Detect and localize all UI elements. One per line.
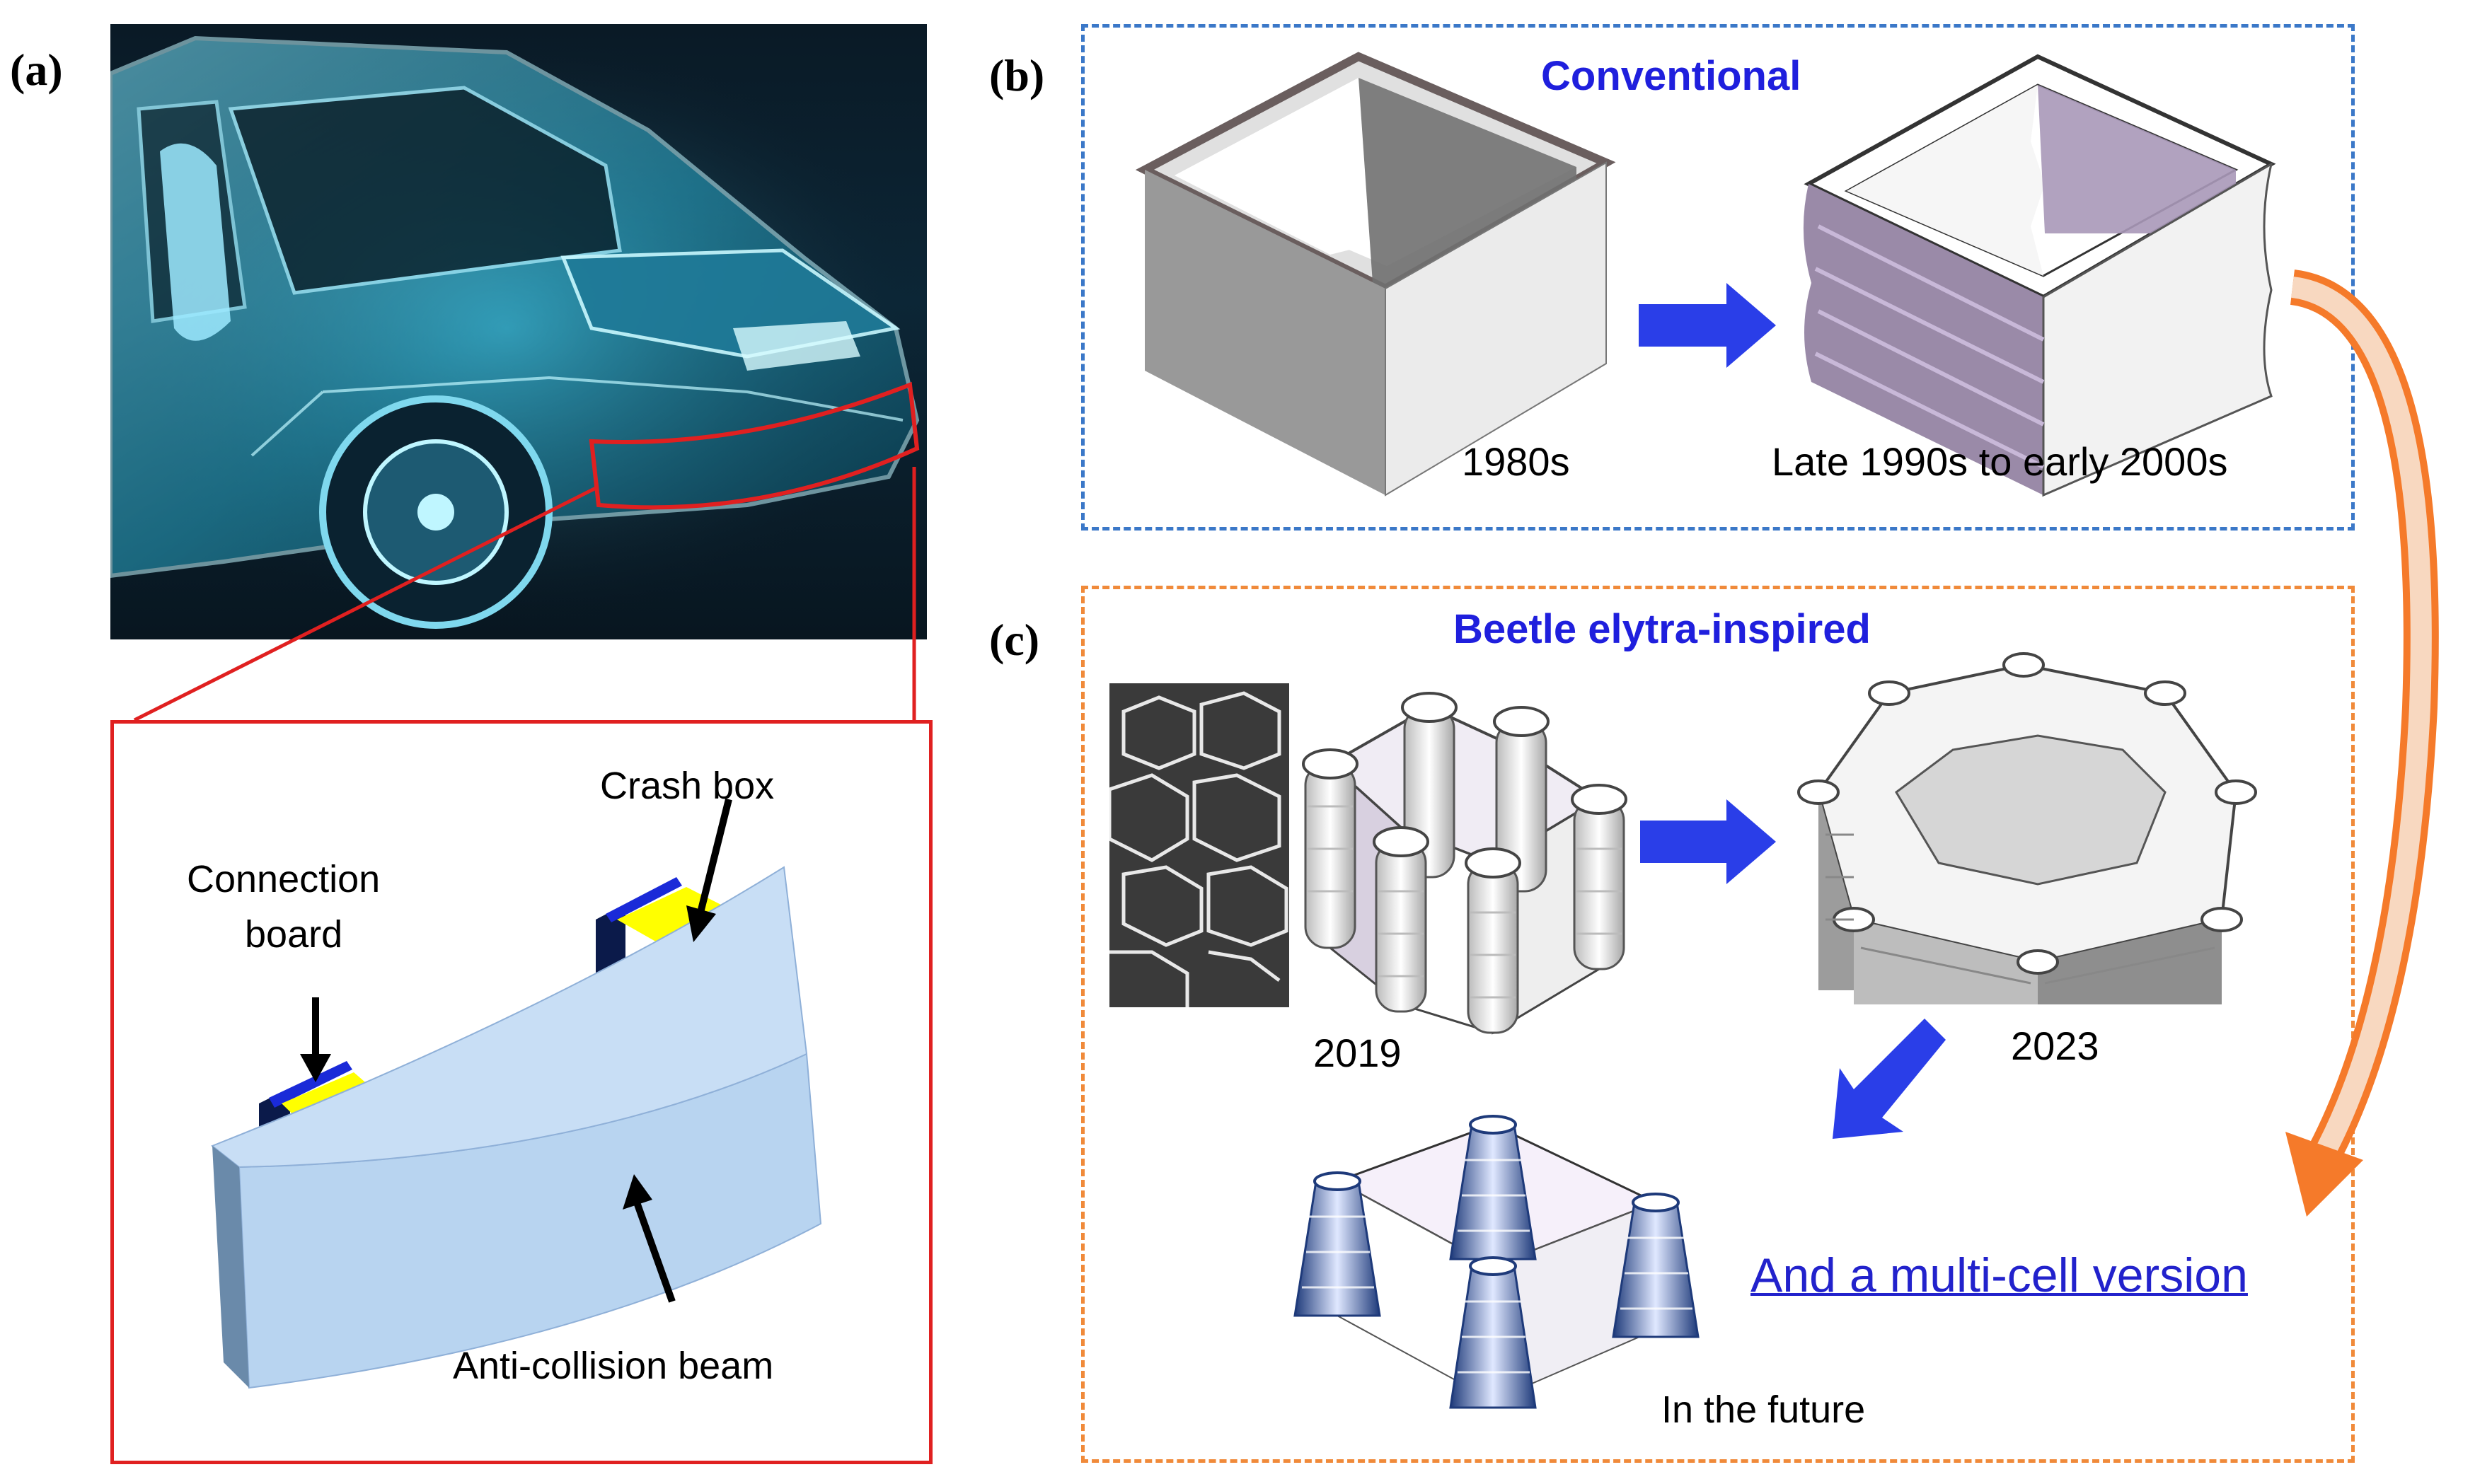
panel-b-title: Conventional [1541,53,1801,99]
connection-board-label-line1: Connection [187,858,381,900]
panel-b-letter: (b) [989,50,1045,100]
anti-collision-beam-label: Anti-collision beam [453,1345,774,1387]
panel-a-letter: (a) [10,45,63,95]
label-1980s: 1980s [1462,439,1570,484]
panel-c-letter: (c) [989,615,1040,665]
label-2019: 2019 [1313,1031,1402,1075]
connection-board-label-line2: board [245,913,343,956]
beam-detail-box [110,720,933,1464]
beetle-elytra-micrograph [1109,683,1289,1007]
panel-c-title: Beetle elytra-inspired [1453,606,1871,652]
label-in-the-future: In the future [1661,1389,1866,1431]
label-late-1990s: Late 1990s to early 2000s [1772,439,2228,484]
crash-box-label: Crash box [600,765,775,807]
label-2023: 2023 [2011,1024,2099,1068]
car-photo [110,24,927,639]
panel-c-frame [1081,586,2355,1463]
car-body-illustration [110,31,927,629]
panel-b-frame [1081,24,2355,531]
micrograph-cells [1109,691,1288,1007]
multi-cell-version-link[interactable]: And a multi-cell version [1750,1248,2248,1302]
